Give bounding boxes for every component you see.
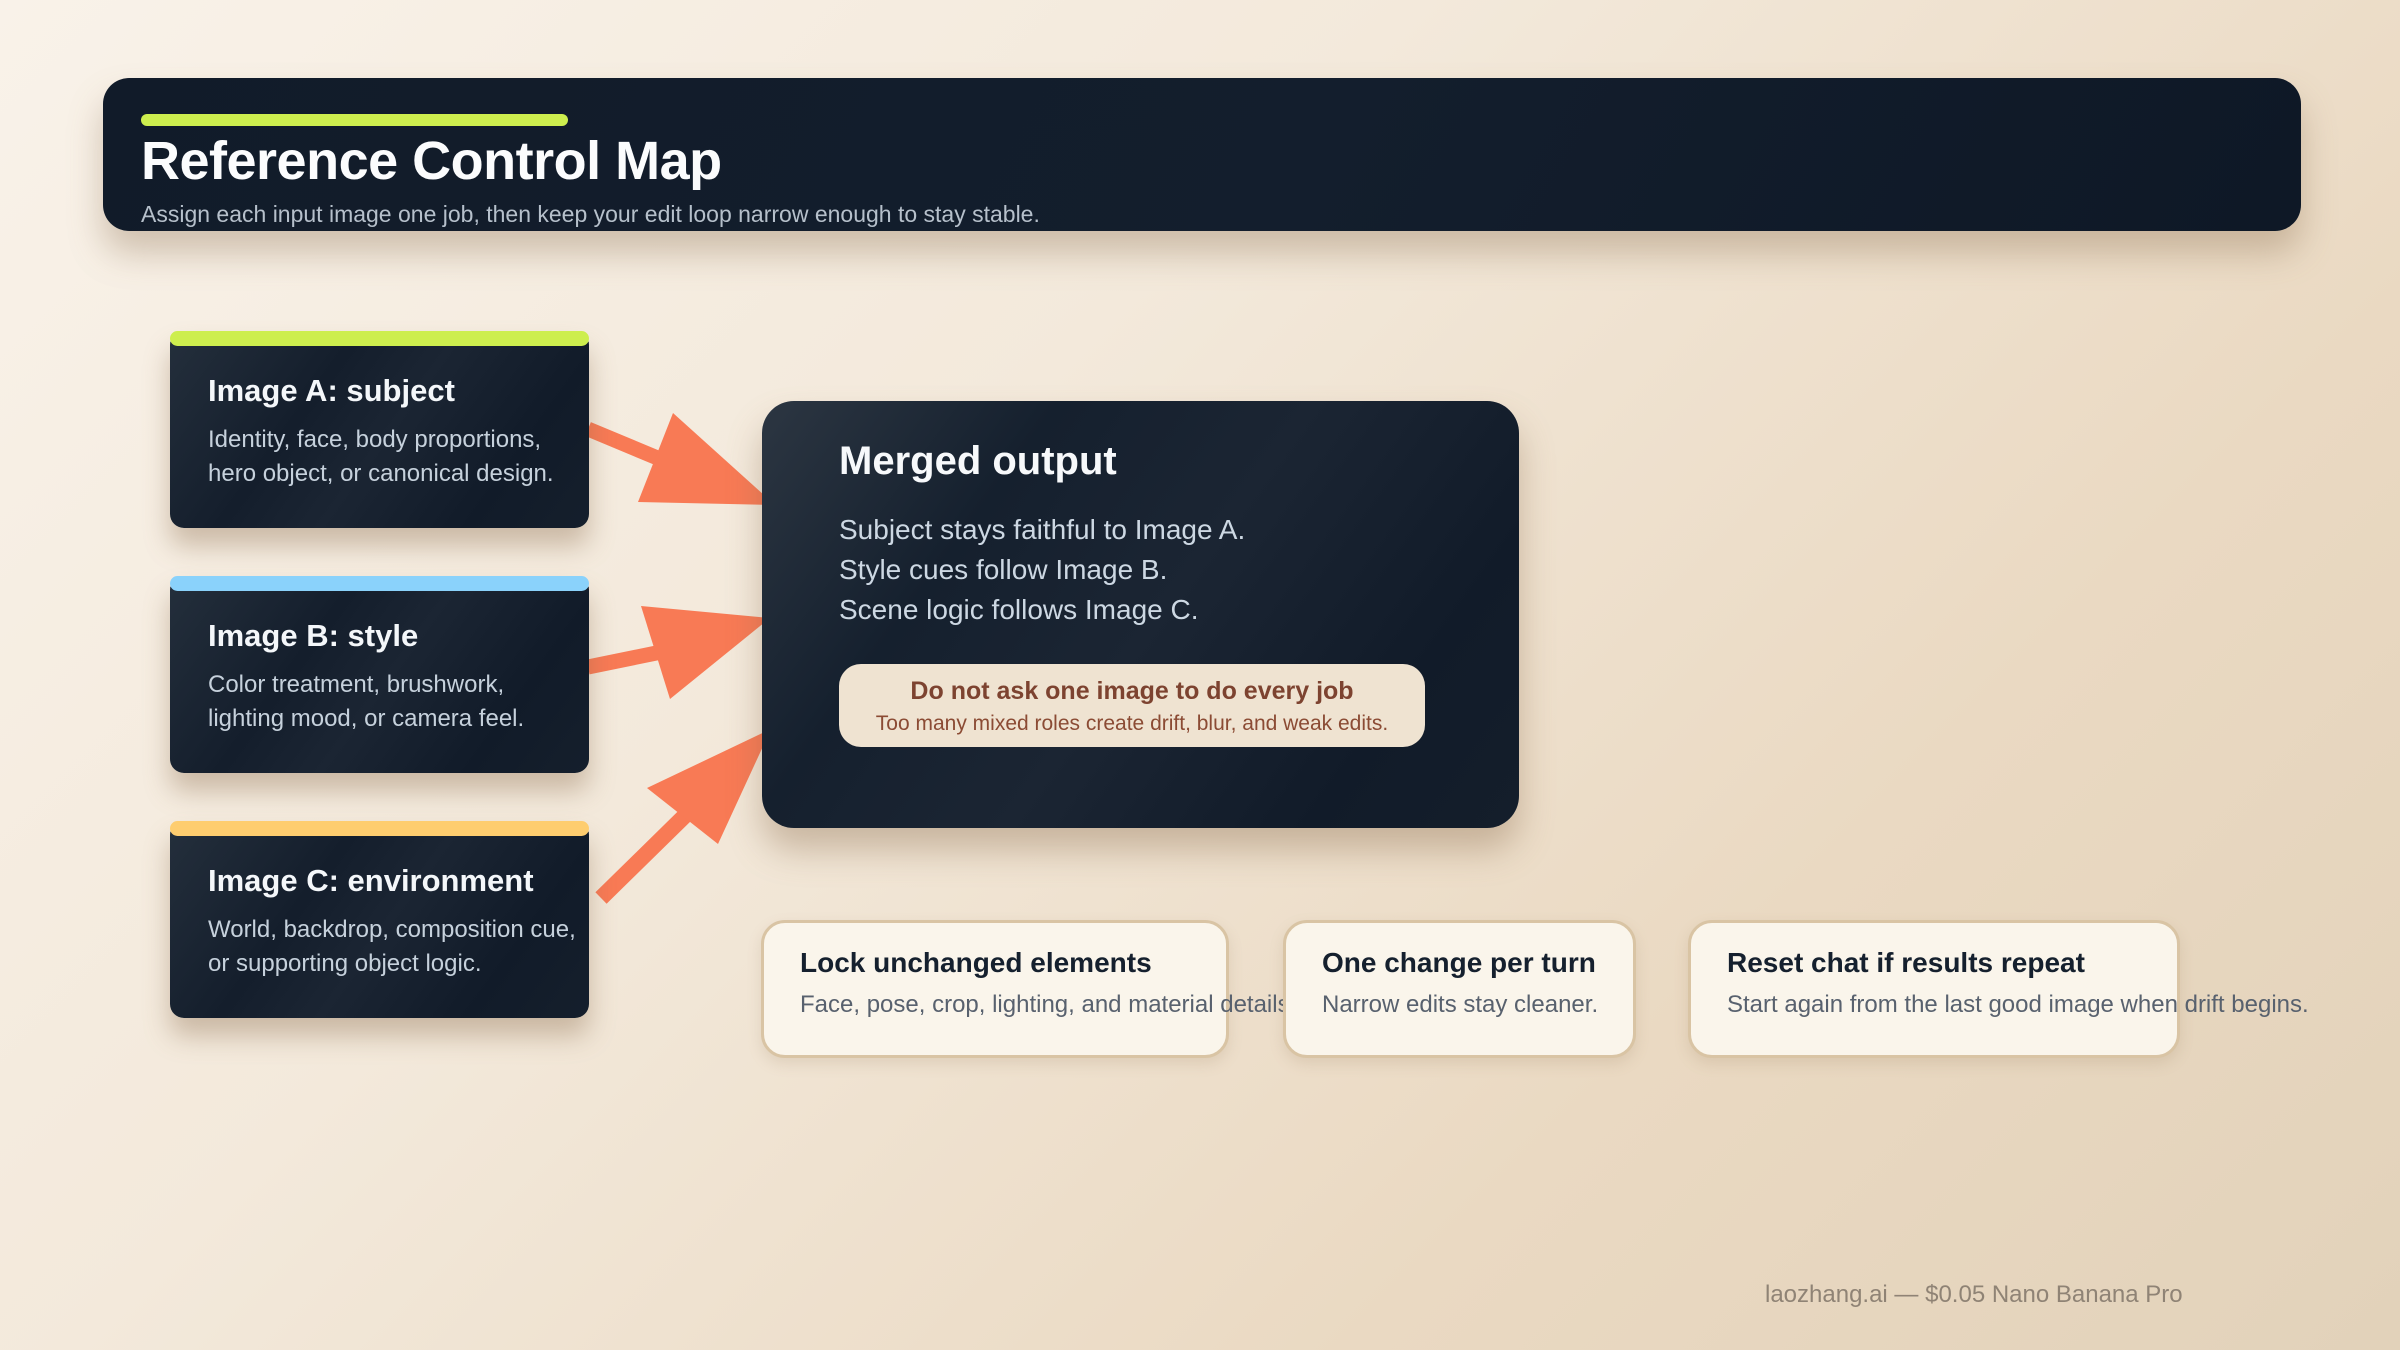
tip-one-change-body: Narrow edits stay cleaner. [1322,991,1599,1018]
merged-output-rules: Subject stays faithful to Image A. Style… [839,510,1519,630]
merged-rule-subject: Subject stays faithful to Image A. [839,514,1246,545]
image-b-card: Image B: style Color treatment, brushwor… [170,576,589,773]
footer-credit: laozhang.ai — $0.05 Nano Banana Pro [1765,1281,2183,1308]
warning-title: Do not ask one image to do every job [910,677,1354,705]
warning-body: Too many mixed roles create drift, blur,… [875,712,1389,735]
arrow-c-head-icon [647,729,771,844]
image-c-card: Image C: environment World, backdrop, co… [170,821,589,1018]
image-c-content: Image C: environment World, backdrop, co… [170,821,589,981]
page-title: Reference Control Map [141,131,722,191]
tip-lock-title: Lock unchanged elements [800,947,1152,978]
image-a-line-1: Identity, face, body proportions, [208,426,542,453]
image-a-accent-bar [170,331,589,346]
tip-one-change-title: One change per turn [1322,947,1596,978]
image-b-content: Image B: style Color treatment, brushwor… [170,576,589,736]
image-b-description: Color treatment, brushwork, lighting moo… [208,668,569,736]
merged-rule-scene: Scene logic follows Image C. [839,594,1199,625]
image-a-description: Identity, face, body proportions, hero o… [208,423,569,491]
image-c-line-1: World, backdrop, composition cue, [208,916,576,943]
image-c-line-2: or supporting object logic. [208,950,482,977]
header-accent-bar [141,114,568,126]
image-b-title: Image B: style [208,618,419,653]
image-c-description: World, backdrop, composition cue, or sup… [208,913,576,981]
image-a-card: Image A: subject Identity, face, body pr… [170,331,589,528]
tip-reset-body: Start again from the last good image whe… [1727,991,2309,1018]
tip-card-lock-elements: Lock unchanged elements Face, pose, crop… [761,920,1290,1058]
merged-output-title: Merged output [839,439,1117,483]
image-c-title: Image C: environment [208,863,534,898]
merged-output-card: Merged output Subject stays faithful to … [762,401,1519,828]
image-b-accent-bar [170,576,589,591]
tip-reset-title: Reset chat if results repeat [1727,947,2085,978]
arrow-b-head-icon [641,606,770,699]
tip-lock-body: Face, pose, crop, lighting, and material… [800,991,1290,1018]
image-c-accent-bar [170,821,589,836]
page-subtitle: Assign each input image one job, then ke… [141,201,1040,227]
image-b-line-1: Color treatment, brushwork, [208,671,505,698]
warning-callout: Do not ask one image to do every job Too… [839,664,1425,747]
tip-card-one-change: One change per turn Narrow edits stay cl… [1283,920,1636,1058]
image-a-title: Image A: subject [208,373,455,408]
image-b-line-2: lighting mood, or camera feel. [208,705,525,732]
tip-card-reset-chat: Reset chat if results repeat Start again… [1688,920,2309,1058]
header-banner: Reference Control Map Assign each input … [103,78,2301,231]
image-a-content: Image A: subject Identity, face, body pr… [170,331,589,491]
arrow-a-head-icon [638,413,775,505]
merged-rule-style: Style cues follow Image B. [839,554,1168,585]
image-a-line-2: hero object, or canonical design. [208,460,554,487]
